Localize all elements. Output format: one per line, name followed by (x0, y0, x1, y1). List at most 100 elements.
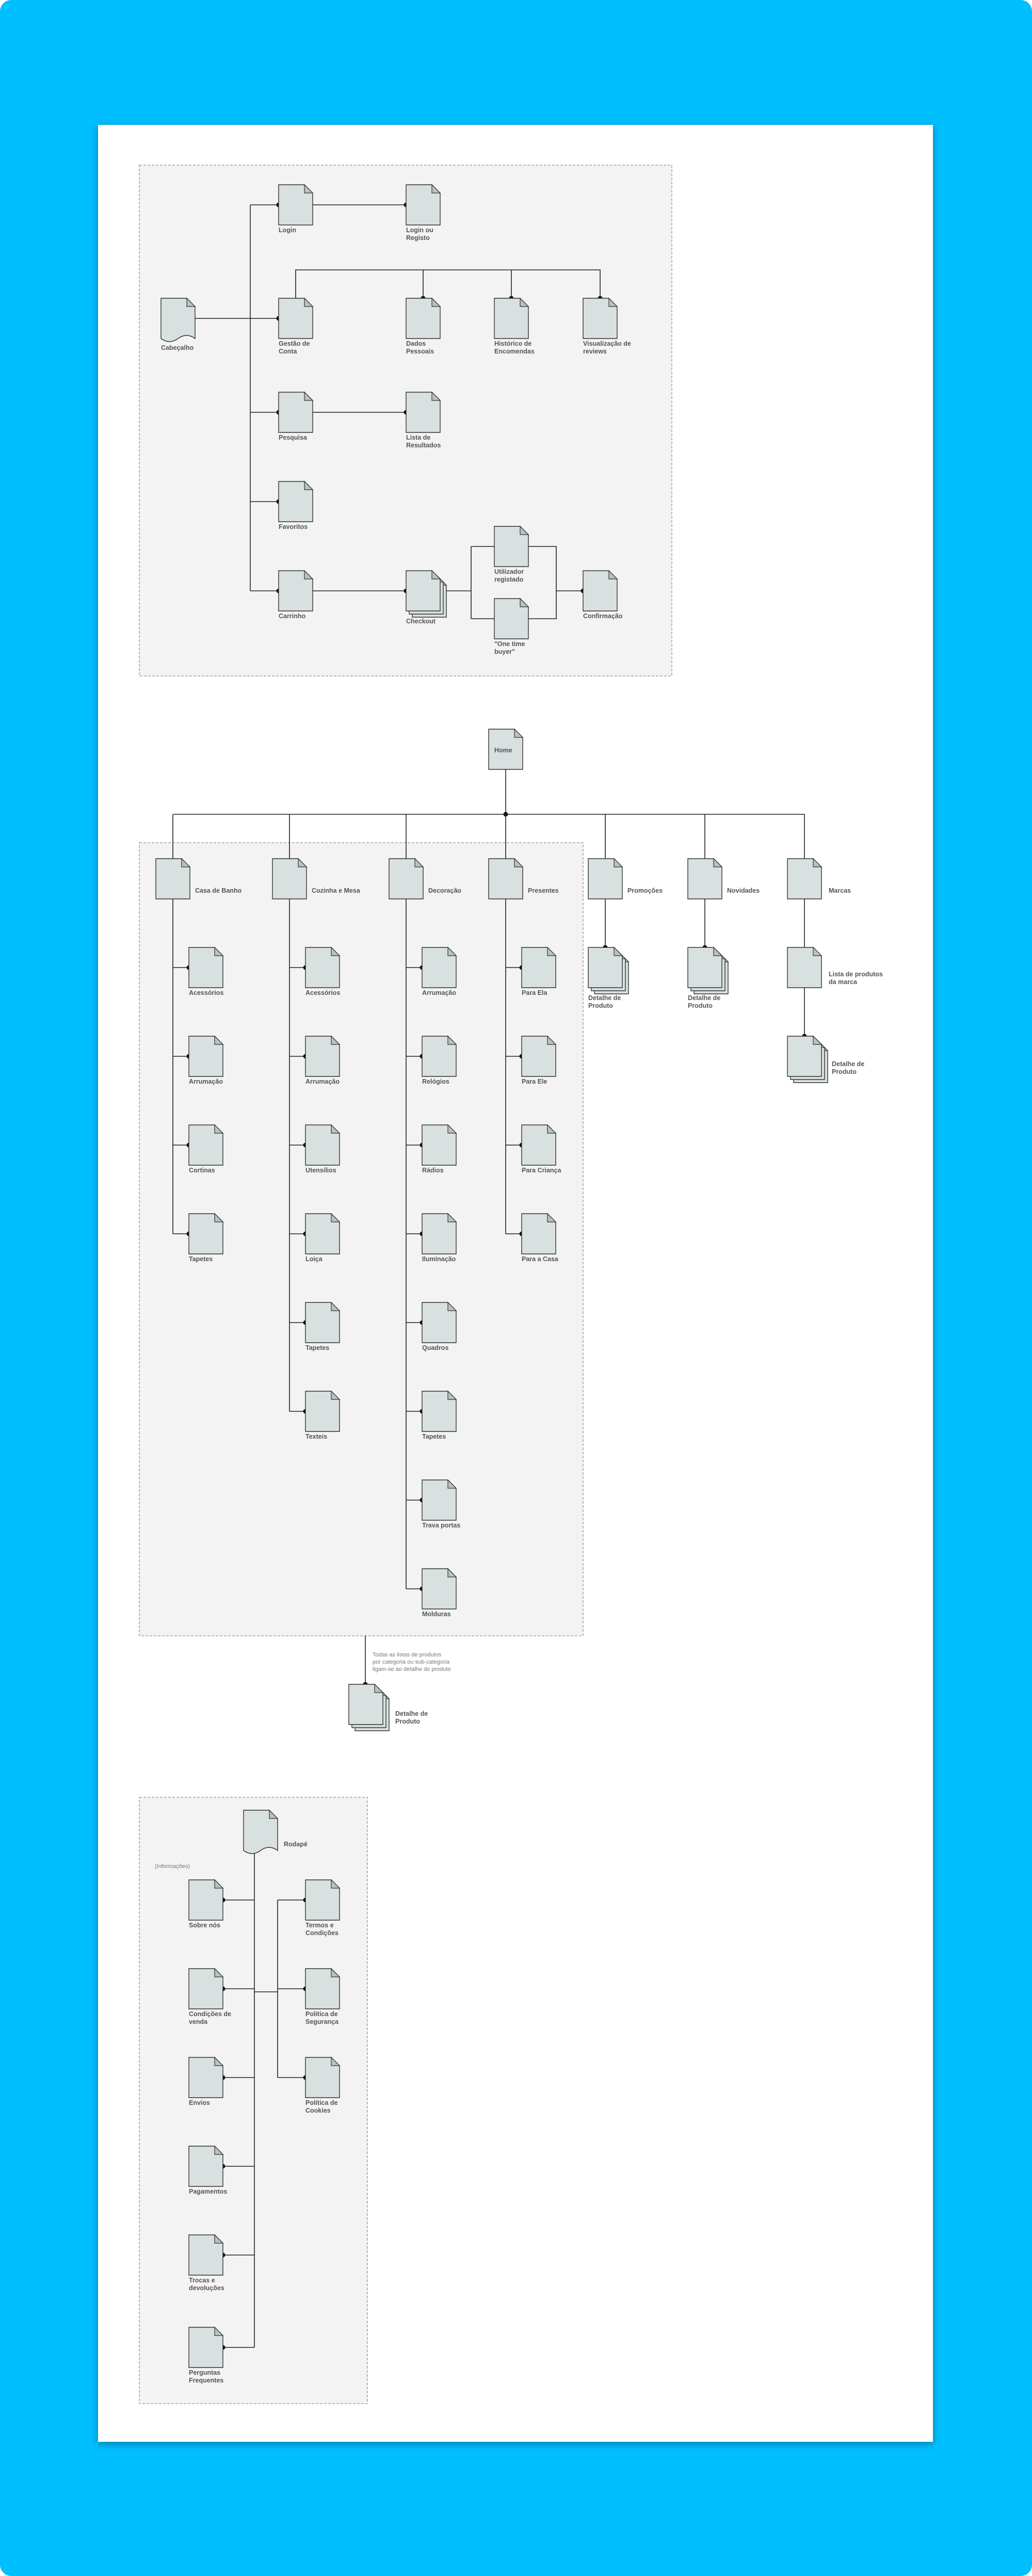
decoracao-item-label: Arrumação (422, 989, 456, 996)
decoracao-item-icon[interactable] (422, 1301, 457, 1343)
decoracao-item-icon[interactable] (422, 1035, 457, 1077)
category-casa-de-banho-label: Casa de Banho (195, 887, 242, 894)
cozinha-e-mesa-item-icon[interactable] (305, 1124, 341, 1166)
informacoes-label: (Informações) (155, 1863, 190, 1870)
cozinha-e-mesa-item-label: Acessórios (305, 989, 340, 996)
category-decoracao-label: Decoração (428, 887, 461, 894)
presentes-item-label: Para Ela (522, 989, 547, 996)
presentes-item-icon[interactable] (521, 1213, 557, 1254)
lista-de-resultados-icon[interactable] (406, 391, 441, 433)
termos-e-condicoes-icon[interactable] (305, 1879, 341, 1921)
cabecalho-icon[interactable] (160, 297, 196, 342)
decoracao-item-label: Iluminação (422, 1255, 456, 1263)
visualizacao-reviews-icon[interactable] (583, 297, 618, 339)
decoracao-item-label: Tapetes (422, 1433, 446, 1440)
favoritos-label: Favoritos (279, 523, 308, 530)
rodape-label: Rodapé (284, 1841, 308, 1848)
casa-de-banho-item-label: Tapetes (189, 1255, 213, 1263)
dados-pessoais-icon[interactable] (406, 297, 441, 339)
detalhe-produto-geral-icon[interactable] (348, 1683, 390, 1731)
pesquisa-icon[interactable] (278, 391, 314, 433)
promocoes-icon[interactable] (588, 858, 623, 899)
condicoes-de-venda-icon[interactable] (188, 1968, 224, 2009)
politica-de-seguranca-icon[interactable] (305, 1968, 341, 2009)
promocoes-detalhe-produto-icon[interactable] (588, 946, 630, 994)
category-cozinha-e-mesa-icon[interactable] (272, 858, 308, 899)
marcas-detalhe-produto-icon[interactable] (787, 1035, 829, 1083)
cozinha-e-mesa-item-label: Tapetes (305, 1344, 329, 1351)
cozinha-e-mesa-item-label: Utensílios (305, 1167, 336, 1174)
cozinha-e-mesa-item-icon[interactable] (305, 1035, 341, 1077)
home-icon[interactable] (488, 728, 524, 770)
lista-produtos-marca-icon[interactable] (787, 946, 823, 988)
casa-de-banho-item-icon[interactable] (188, 1035, 224, 1077)
historico-encomendas-icon[interactable] (494, 297, 529, 339)
category-presentes-icon[interactable] (488, 858, 524, 899)
perguntas-frequentes-icon[interactable] (188, 2326, 224, 2368)
cozinha-e-mesa-item-icon[interactable] (305, 1390, 341, 1432)
decoracao-item-label: Relógios (422, 1078, 449, 1085)
utilizador-registado-icon[interactable] (494, 525, 529, 567)
pesquisa-label: Pesquisa (279, 434, 308, 441)
presentes-item-icon[interactable] (521, 1124, 557, 1166)
envios-label: Envios (189, 2099, 210, 2106)
checkout-icon[interactable] (406, 570, 447, 618)
decoracao-item-icon[interactable] (422, 1390, 457, 1432)
sobre-nos-icon[interactable] (188, 1879, 224, 1921)
home-label: Home (494, 747, 512, 754)
casa-de-banho-item-icon[interactable] (188, 946, 224, 988)
login-ou-registo-icon[interactable] (406, 184, 441, 226)
cozinha-e-mesa-item-icon[interactable] (305, 946, 341, 988)
sobre-nos-label: Sobre nós (189, 1922, 220, 1929)
login-icon[interactable] (278, 184, 314, 226)
novidades-icon[interactable] (687, 858, 723, 899)
category-decoracao-icon[interactable] (389, 858, 424, 899)
cozinha-e-mesa-item-label: Loiça (305, 1255, 323, 1263)
decoracao-item-icon[interactable] (422, 946, 457, 988)
decoracao-item-label: Quadros (422, 1344, 448, 1351)
presentes-item-icon[interactable] (521, 946, 557, 988)
novidades-label: Novidades (727, 887, 760, 894)
marcas-icon[interactable] (787, 858, 823, 899)
decoracao-item-icon[interactable] (422, 1479, 457, 1521)
casa-de-banho-item-icon[interactable] (188, 1213, 224, 1254)
decoracao-item-icon[interactable] (422, 1568, 457, 1609)
carrinho-icon[interactable] (278, 570, 314, 611)
gestao-de-conta-icon[interactable] (278, 297, 314, 339)
trocas-e-devolucoes-icon[interactable] (188, 2234, 224, 2276)
casa-de-banho-item-icon[interactable] (188, 1124, 224, 1166)
category-presentes-label: Presentes (528, 887, 559, 894)
pagamentos-icon[interactable] (188, 2145, 224, 2187)
decoracao-item-icon[interactable] (422, 1213, 457, 1254)
cozinha-e-mesa-item-icon[interactable] (305, 1301, 341, 1343)
envios-icon[interactable] (188, 2056, 224, 2098)
pagamentos-label: Pagamentos (189, 2188, 227, 2195)
favoritos-icon[interactable] (278, 480, 314, 522)
presentes-item-label: Para Ele (522, 1078, 547, 1085)
decoracao-item-icon[interactable] (422, 1124, 457, 1166)
cabecalho-label: Cabeçalho (161, 344, 194, 351)
confirmacao-icon[interactable] (583, 570, 618, 611)
login-label: Login (279, 227, 296, 234)
decoracao-item-label: Molduras (422, 1611, 451, 1618)
politica-de-cookies-icon[interactable] (305, 2056, 341, 2098)
cozinha-e-mesa-item-icon[interactable] (305, 1213, 341, 1254)
novidades-detalhe-produto-icon[interactable] (687, 946, 729, 994)
category-casa-de-banho-icon[interactable] (155, 858, 191, 899)
presentes-item-icon[interactable] (521, 1035, 557, 1077)
casa-de-banho-item-label: Cortinas (189, 1167, 215, 1174)
rodape-icon[interactable] (243, 1809, 279, 1854)
one-time-buyer-icon[interactable] (494, 598, 529, 639)
